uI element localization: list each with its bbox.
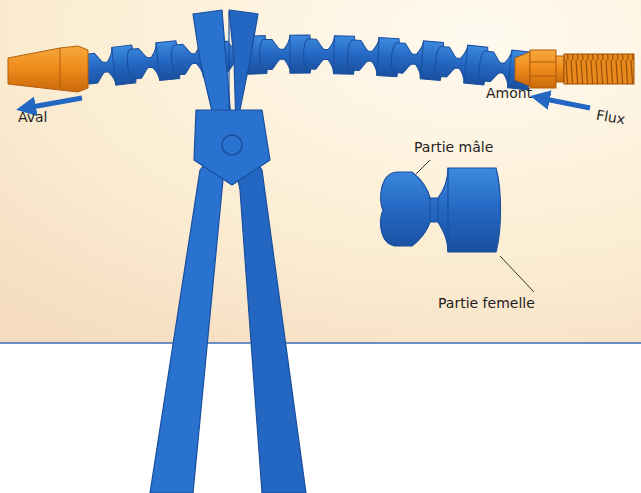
hose (81, 35, 533, 90)
flow-label: Aval (18, 110, 48, 125)
flow-label: Amont (486, 86, 532, 101)
part-label: Partie femelle (438, 296, 535, 311)
background-panel (0, 0, 641, 343)
nozzle (8, 46, 88, 92)
flow-arrow (26, 98, 82, 108)
hose-segment (381, 168, 501, 252)
fitting (515, 50, 634, 88)
leader-line (416, 160, 430, 174)
separator-line (0, 342, 641, 344)
pliers (150, 10, 306, 493)
leader-line (500, 256, 534, 292)
flow-arrow (540, 98, 590, 108)
part-label: Partie mâle (414, 140, 493, 155)
